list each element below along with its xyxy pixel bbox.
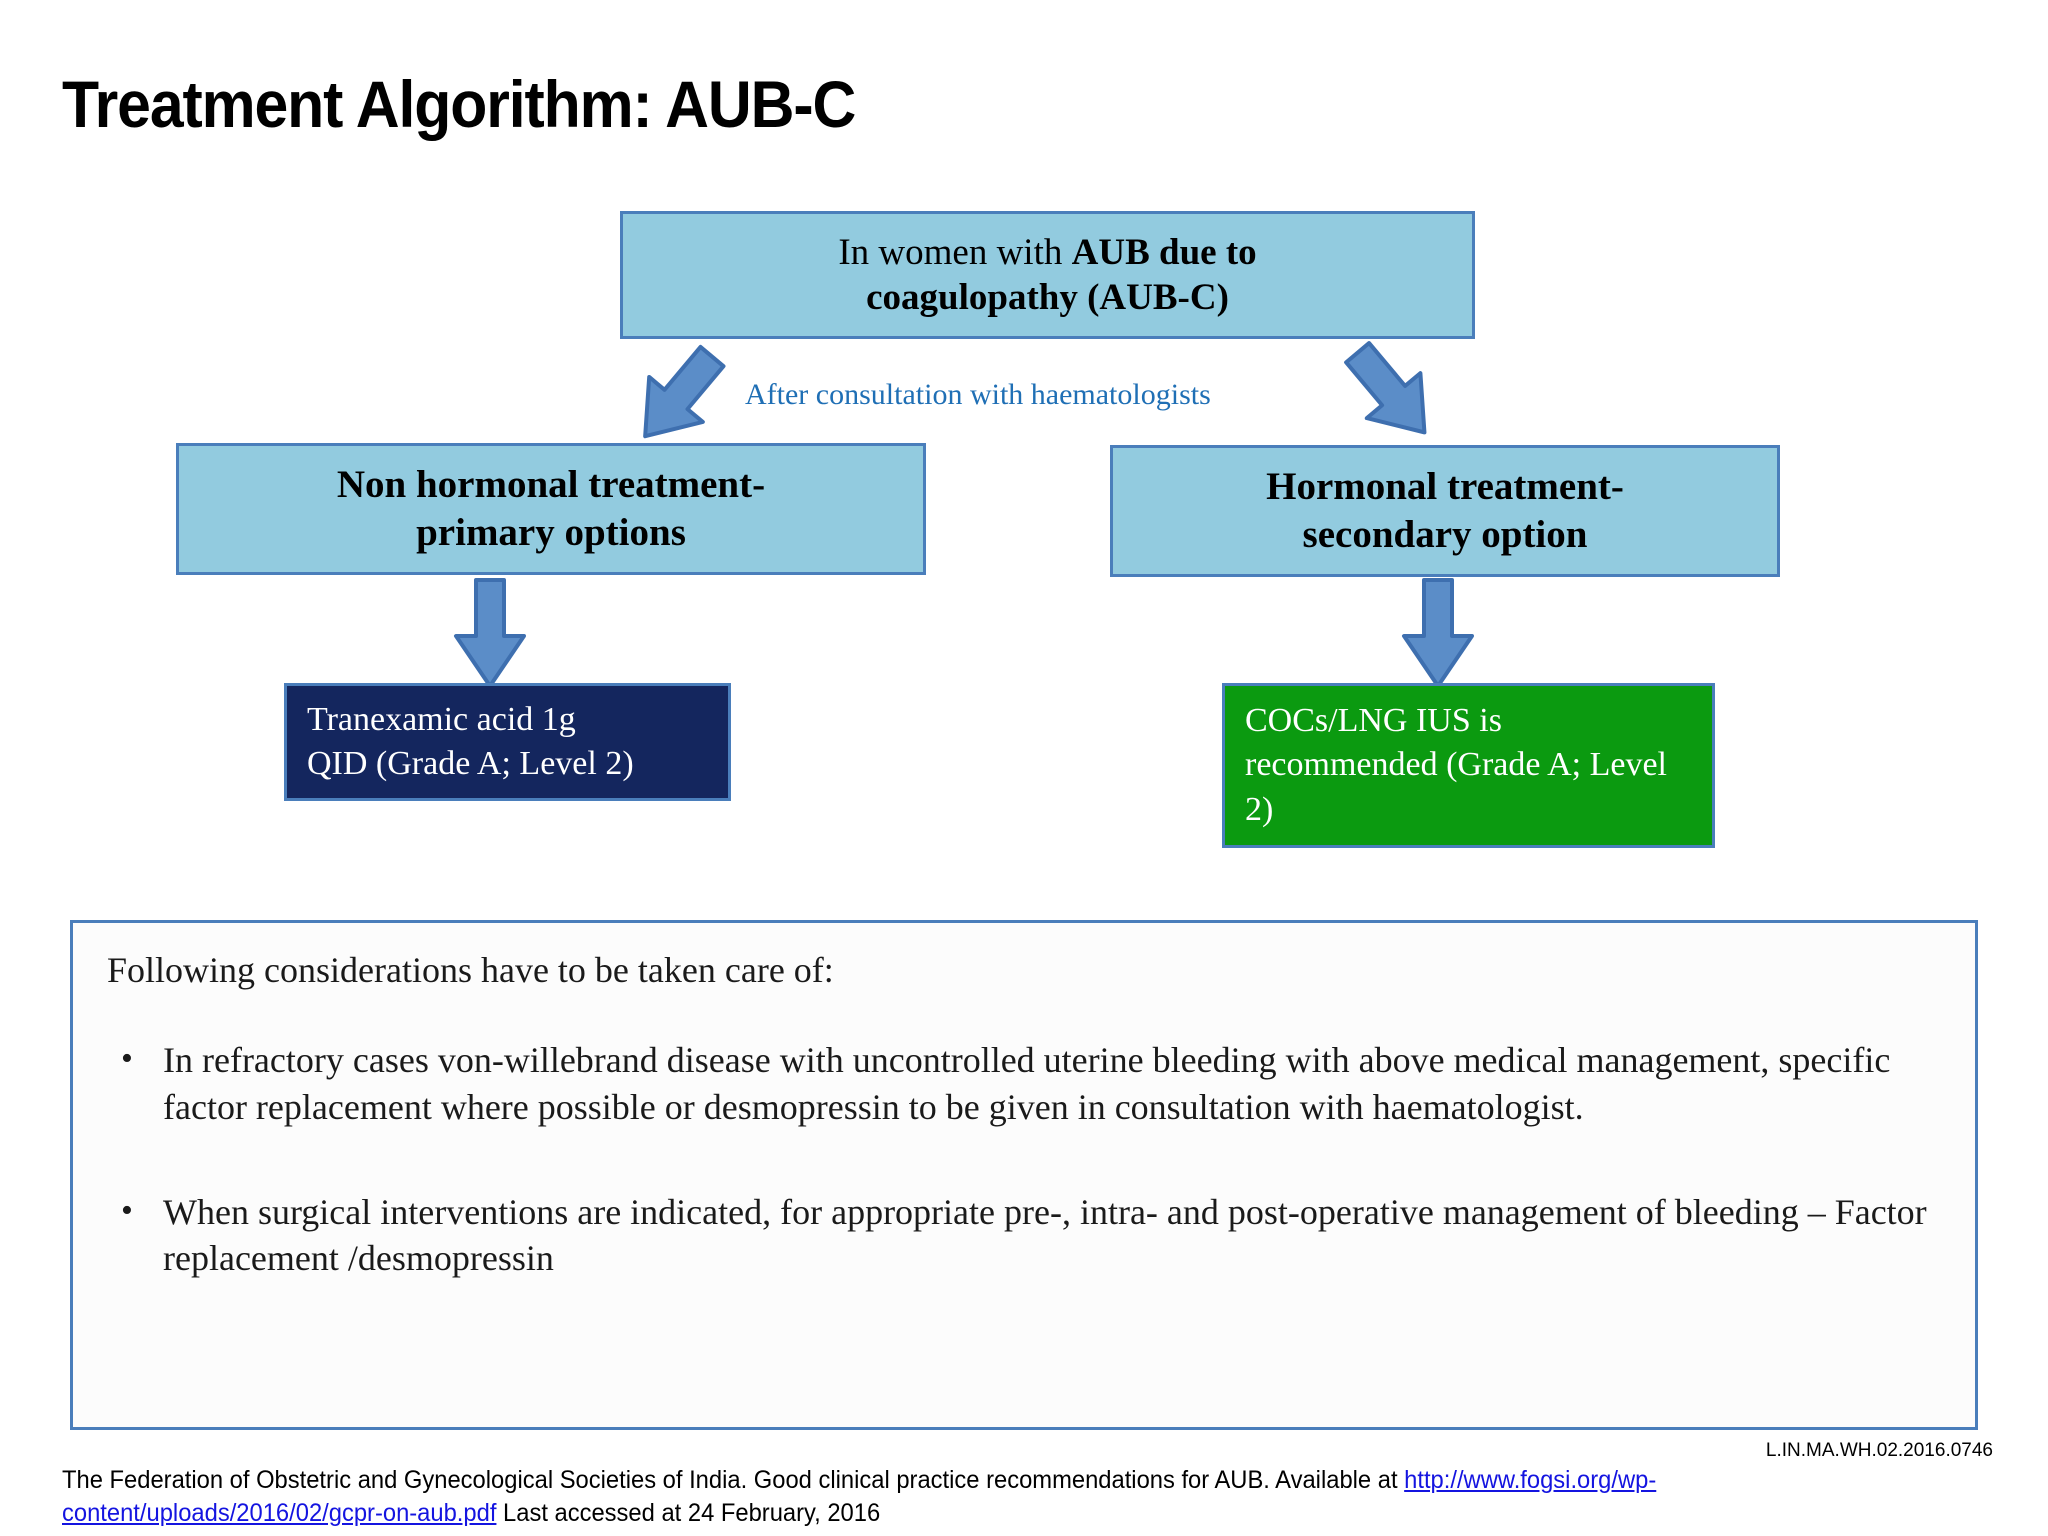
cocs-text: COCs/LNG IUS is recommended (Grade A; Le…: [1245, 702, 1667, 828]
arrow-down-left-icon: [643, 344, 726, 439]
bullet-marker-icon: •: [121, 1040, 133, 1077]
source-url-link-part2[interactable]: content/uploads/2016/02/gcpr-on-aub.pdf: [62, 1499, 497, 1527]
list-item: • When surgical interventions are indica…: [107, 1189, 1941, 1283]
citation-source: The Federation of Obstetric and Gynecolo…: [62, 1466, 1405, 1494]
footer-citation: The Federation of Obstetric and Gynecolo…: [62, 1464, 1867, 1530]
considerations-panel: Following considerations have to be take…: [70, 920, 1978, 1430]
arrow-down-right-branch-icon: [1402, 578, 1474, 688]
flowchart-box-hormonal: Hormonal treatment- secondary option: [1110, 445, 1780, 577]
hormonal-line2: secondary option: [1302, 513, 1588, 556]
top-box-line2-bold: coagulopathy (AUB-C): [866, 277, 1229, 318]
page-title: Treatment Algorithm: AUB-C: [62, 67, 856, 141]
flowchart-box-aub-c: In women with AUB due to coagulopathy (A…: [620, 211, 1475, 339]
non-hormonal-line1: Non hormonal treatment-: [336, 463, 766, 507]
considerations-intro: Following considerations have to be take…: [107, 950, 834, 990]
citation-accessed: Last accessed at 24 February, 2016: [496, 1499, 881, 1527]
result-box-cocs-lng-ius: COCs/LNG IUS is recommended (Grade A; Le…: [1222, 683, 1715, 848]
list-item: • In refractory cases von-willebrand dis…: [107, 1037, 1941, 1131]
arrow-down-left-branch-icon: [454, 578, 526, 688]
arrow-caption: After consultation with haematologists: [745, 378, 1211, 411]
top-box-line1-plain: In women with: [838, 231, 1072, 273]
top-box-line1-bold: AUB due to: [1071, 231, 1257, 273]
tranexamic-line1: Tranexamic acid 1g: [307, 700, 576, 738]
tranexamic-line2: QID (Grade A; Level 2): [307, 745, 634, 782]
source-url-link-part1[interactable]: http://www.fogsi.org/wp-: [1404, 1466, 1657, 1494]
bullet-marker-icon: •: [121, 1191, 133, 1229]
result-box-tranexamic-acid: Tranexamic acid 1g QID (Grade A; Level 2…: [284, 683, 731, 801]
reference-code: L.IN.MA.WH.02.2016.0746: [1765, 1440, 1993, 1461]
arrow-down-right-icon: [1344, 341, 1427, 435]
flowchart-box-non-hormonal: Non hormonal treatment- primary options: [176, 443, 926, 575]
consideration-text-1: In refractory cases von-willebrand disea…: [163, 1040, 1891, 1127]
non-hormonal-line2: primary options: [416, 511, 686, 554]
consideration-text-2: When surgical interventions are indicate…: [163, 1191, 1927, 1279]
hormonal-line1: Hormonal treatment-: [1266, 465, 1624, 509]
